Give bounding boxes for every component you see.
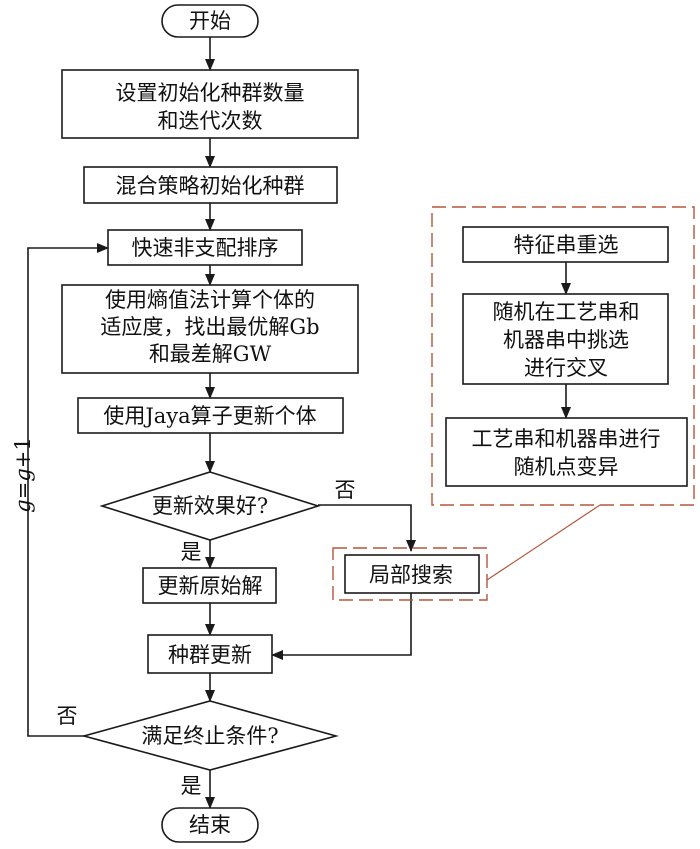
decision-update-label: 更新效果好? xyxy=(152,494,268,518)
decision-update-diamond xyxy=(99,471,321,541)
mutation-line-2: 随机点变异 xyxy=(514,455,619,479)
crossover-line-1: 随机在工艺串和 xyxy=(493,300,640,324)
update-original-box xyxy=(142,567,277,604)
pop-update-label: 种群更新 xyxy=(168,643,252,667)
mutation-box xyxy=(445,417,688,487)
local-search-box xyxy=(344,554,480,594)
fitness-line-2: 适应度，找出最优解Gb xyxy=(100,315,319,339)
local-search-label: 局部搜索 xyxy=(369,563,453,587)
reselect-label: 特征串重选 xyxy=(514,233,619,257)
decision-stop-diamond xyxy=(80,700,340,771)
detail-link-line xyxy=(486,504,601,581)
arrow-local-to-pop xyxy=(271,593,412,660)
pop-update-box xyxy=(147,634,273,674)
crossover-line-2: 机器串中挑选 xyxy=(503,328,629,352)
loop-counter-label: g=g+1 xyxy=(11,437,35,512)
end-terminal xyxy=(161,807,259,843)
reselect-box xyxy=(462,226,669,263)
end-label: 结束 xyxy=(189,813,231,837)
sort-box xyxy=(107,229,303,266)
hybrid-init-label: 混合策略初始化种群 xyxy=(116,174,305,198)
crossover-box xyxy=(462,293,669,385)
detail-dashed-frame xyxy=(431,206,695,506)
update-original-label: 更新原始解 xyxy=(158,574,263,598)
arrow-loop-back xyxy=(27,243,109,737)
sort-label: 快速非支配排序 xyxy=(132,236,279,260)
decision-stop-no-label: 否 xyxy=(57,704,78,728)
init-params-line-2: 和迭代次数 xyxy=(158,109,263,133)
fitness-line-1: 使用熵值法计算个体的 xyxy=(105,288,315,312)
jaya-box xyxy=(77,397,344,434)
decision-update-no-label: 否 xyxy=(335,478,356,502)
arrow-decision-no xyxy=(318,504,416,552)
mutation-line-1: 工艺串和机器串进行 xyxy=(472,427,661,451)
hybrid-init-box xyxy=(83,166,338,204)
init-params-line-1: 设置初始化种群数量 xyxy=(116,81,305,105)
decision-stop-yes-label: 是 xyxy=(181,774,202,798)
fitness-line-3: 和最差解GW xyxy=(149,342,272,366)
jaya-label: 使用Jaya算子更新个体 xyxy=(103,404,316,428)
local-search-dashed-frame xyxy=(332,547,488,601)
fitness-box xyxy=(61,284,359,374)
start-label: 开始 xyxy=(189,9,231,33)
decision-update-yes-label: 是 xyxy=(181,540,202,564)
decision-stop-label: 满足终止条件? xyxy=(141,724,278,748)
crossover-line-3: 进行交叉 xyxy=(524,356,608,380)
init-params-box xyxy=(61,69,359,139)
start-terminal xyxy=(161,4,259,38)
